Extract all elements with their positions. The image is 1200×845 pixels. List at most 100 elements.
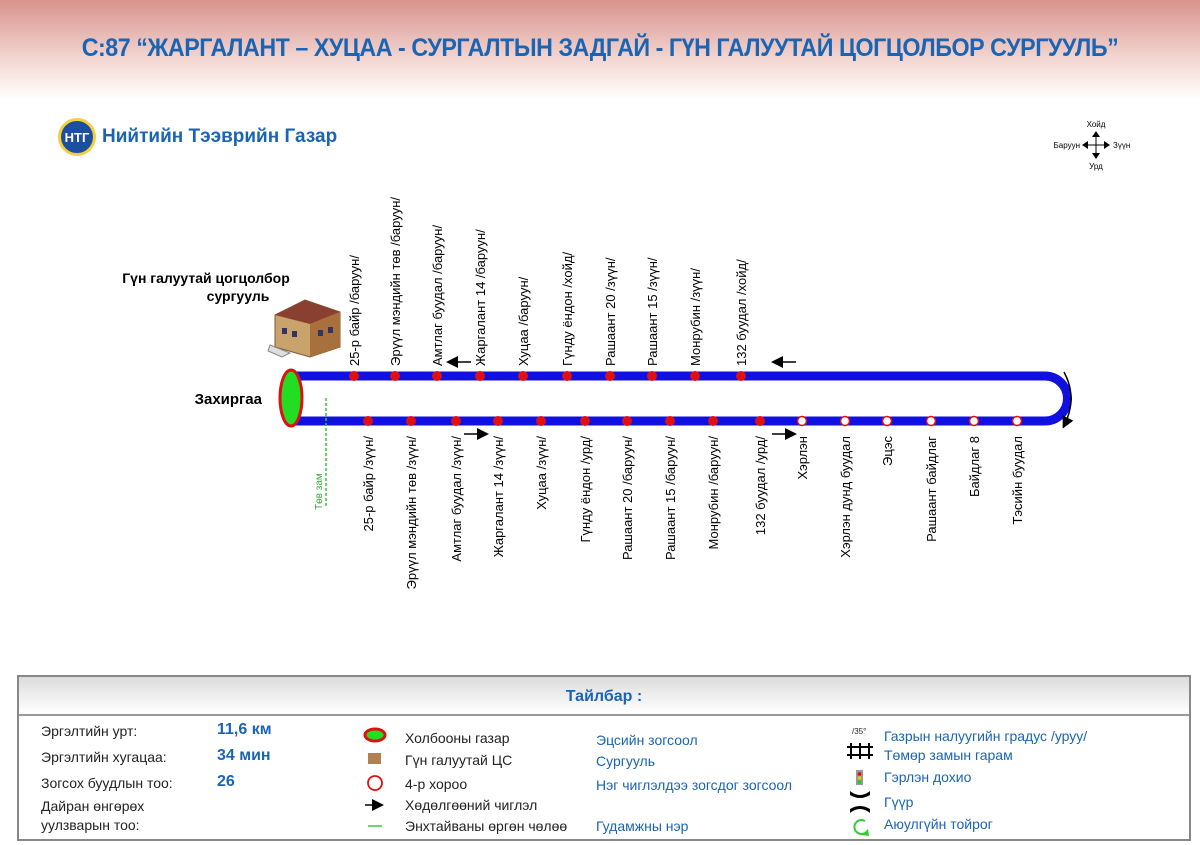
stop-marker[interactable] <box>708 416 718 426</box>
stop-marker[interactable] <box>451 416 461 426</box>
legend-title: Тайлбар : <box>19 677 1189 716</box>
stat-value: 11,6 км <box>217 721 272 738</box>
stop-label: Жаргалант 14 /зүүн/ <box>491 436 506 558</box>
school-label-2: сургууль <box>207 288 270 304</box>
stat-label: Зогсох буудлын тоо: <box>41 775 173 791</box>
legend-item: Сургууль <box>596 753 656 769</box>
stop-label: Хэрлэн дунд буудал <box>838 436 853 558</box>
stop-label: Хуцаа /баруун/ <box>516 276 531 366</box>
stop-label: Амтлаг буудал /баруун/ <box>430 225 445 366</box>
stop-label: Амтлаг буудал /зүүн/ <box>449 436 464 562</box>
stop-marker[interactable] <box>736 371 746 381</box>
stop-label: Рашаант байдлаг <box>924 436 939 542</box>
stop-label: Хэрлэн <box>795 436 810 480</box>
stop-label: Рашаант 20 /зүүн/ <box>603 257 618 366</box>
stop-label: Монрубин /зүүн/ <box>688 268 703 366</box>
safety-circle-icon <box>853 819 869 836</box>
stop-marker[interactable] <box>493 416 503 426</box>
stop-marker[interactable] <box>390 371 400 381</box>
stop-label: 132 буудал /урд/ <box>753 436 768 536</box>
route-line <box>290 371 1072 426</box>
legend-symbols-right <box>847 743 873 836</box>
legend-item: Холбооны газар <box>405 730 510 746</box>
legend-item: Гэрлэн дохио <box>884 769 972 785</box>
route-map: Хойд Урд Баруун Зүүн Гүн галуутай цогцол… <box>122 120 1131 590</box>
stop-label: Гүнду ёндон /урд/ <box>578 436 593 543</box>
stop-label: 132 буудал /хойд/ <box>734 259 749 366</box>
stat-label: Эргэлтийн урт: <box>41 723 138 739</box>
stop-marker[interactable] <box>536 416 546 426</box>
stop-marker[interactable] <box>755 416 765 426</box>
stop-label: Хуцаа /зүүн/ <box>534 436 549 510</box>
compass-east: Зүүн <box>1113 141 1130 150</box>
legend-item: 4-р хороо <box>405 776 468 792</box>
stop-label: Эрүүл мэндийн төв /баруун/ <box>388 197 403 366</box>
stop-label: Гүнду ёндон /хойд/ <box>560 252 575 366</box>
stat-label: уулзварын тоо: <box>41 817 140 833</box>
stop-marker[interactable] <box>647 371 657 381</box>
stop-marker[interactable] <box>605 371 615 381</box>
street-label: Төв зам <box>314 473 325 510</box>
stop-label: Эрүүл мэндийн төв /зүүн/ <box>404 436 419 590</box>
stop-label: Жаргалант 14 /баруун/ <box>473 229 488 366</box>
stop-label: 25-р байр /зүүн/ <box>361 436 376 532</box>
stop-marker[interactable] <box>690 371 700 381</box>
terminal-label: Захиргаа <box>195 391 263 408</box>
stop-label: Рашаант 15 /баруун/ <box>663 436 678 560</box>
legend-item: Гүн галуутай ЦС <box>405 752 513 768</box>
stop-marker[interactable] <box>580 416 590 426</box>
stop-label: 25-р байр /баруун/ <box>347 255 362 366</box>
legend-item: Гудамжны нэр <box>596 818 689 834</box>
stat-value: 34 мин <box>217 747 271 764</box>
legend-item: Хөдөлгөөний чиглэл <box>405 797 538 813</box>
traffic-light-icon <box>856 770 863 785</box>
school-legend-icon <box>368 753 381 764</box>
legend-item: Энхтайваны өргөн чөлөө <box>405 818 568 834</box>
compass-icon: Хойд Урд Баруун Зүүн <box>1054 120 1131 171</box>
khoroo-stop-marker[interactable] <box>925 415 937 427</box>
stop-marker[interactable] <box>406 416 416 426</box>
khoroo-stop-marker[interactable] <box>881 415 893 427</box>
khoroo-legend-icon <box>367 775 383 791</box>
stat-label: Дайран өнгөрөх <box>41 798 145 814</box>
compass-south: Урд <box>1089 162 1103 171</box>
khoroo-stop-marker[interactable] <box>796 415 808 427</box>
legend-symbols <box>363 727 387 827</box>
compass-north: Хойд <box>1087 120 1106 129</box>
railway-crossing-icon <box>847 743 873 759</box>
stop-marker[interactable] <box>562 371 572 381</box>
stop-label: Монрубин /баруун/ <box>706 436 721 550</box>
logo-text: Нийтийн Тээврийн Газар <box>102 126 338 147</box>
stop-marker[interactable] <box>363 416 373 426</box>
stop-label: Рашаант 20 /баруун/ <box>620 436 635 560</box>
stop-label: Рашаант 15 /зүүн/ <box>645 257 660 366</box>
stop-marker[interactable] <box>665 416 675 426</box>
stop-marker[interactable] <box>518 371 528 381</box>
stop-label: Байдлаг 8 <box>967 436 982 497</box>
stop-label: Тэсийн буудал <box>1010 436 1025 525</box>
legend-item: Аюулгүйн тойрог <box>884 816 993 832</box>
khoroo-stop-marker[interactable] <box>839 415 851 427</box>
legend-item: Газрын налуугийн градус /уруу/ <box>884 728 1088 744</box>
header-banner <box>0 0 1200 100</box>
school-building-icon <box>267 299 341 358</box>
slope-legend-icon: /35° <box>852 727 867 736</box>
legend-panel: Тайлбар : Эргэлтийн урт: 11,6 км Эргэлти… <box>17 675 1191 841</box>
legend-item: Төмөр замын гарам <box>884 747 1013 763</box>
turnaround-arrow-icon <box>1062 371 1074 429</box>
stop-label: Эцэс <box>880 436 895 466</box>
stop-marker[interactable] <box>622 416 632 426</box>
stop-marker[interactable] <box>349 371 359 381</box>
terminal-marker <box>278 368 304 428</box>
bridge-icon <box>850 791 870 813</box>
legend-item: Гүүр <box>884 794 914 810</box>
khoroo-stop-marker[interactable] <box>1011 415 1023 427</box>
legend-item: Нэг чиглэлдээ зогсдог зогсоол <box>596 777 793 793</box>
compass-west: Баруун <box>1054 141 1080 150</box>
logo: НТГ Нийтийн Тээврийн Газар <box>58 118 337 156</box>
stop-marker[interactable] <box>432 371 442 381</box>
page-title: С:87 “ЖАРГАЛАНТ – ХУЦАА - СУРГАЛТЫН ЗАДГ… <box>81 34 1119 62</box>
stop-marker[interactable] <box>475 371 485 381</box>
school-label: Гүн галуутай цогцолбор <box>122 270 290 286</box>
khoroo-stop-marker[interactable] <box>968 415 980 427</box>
